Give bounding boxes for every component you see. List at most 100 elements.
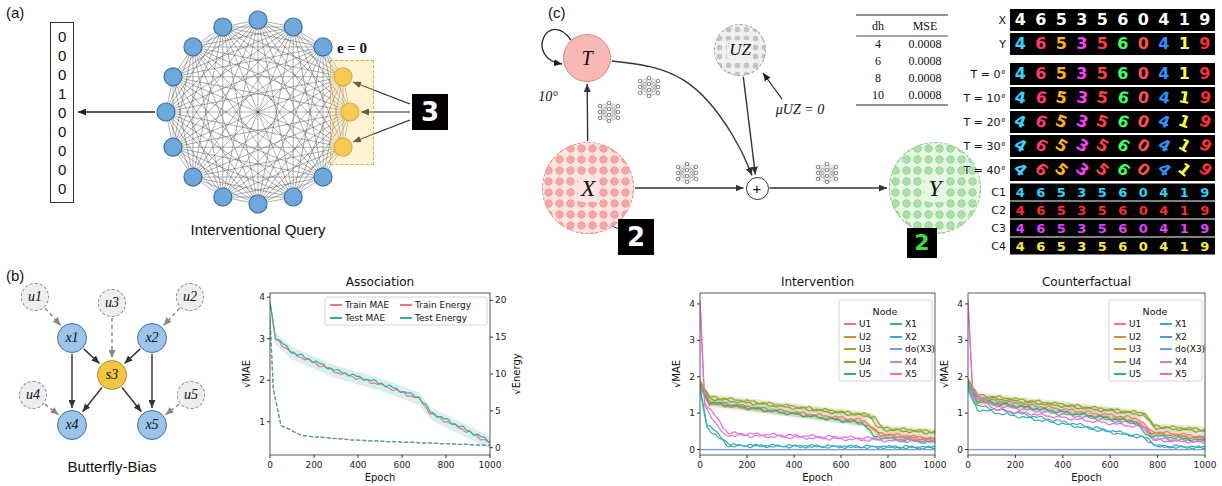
causal-arrow xyxy=(122,387,141,411)
legend-entry: U4 xyxy=(1114,357,1141,367)
digit-strip: 4653560419 xyxy=(1010,33,1215,55)
tick-label: 15 xyxy=(495,332,506,342)
digit-glyph: 9 xyxy=(1195,184,1216,201)
node-label: u3 xyxy=(105,295,119,311)
legend-entry: Test MAE xyxy=(330,313,385,323)
digit-glyph: 5 xyxy=(1088,131,1117,160)
digit-glyph: 6 xyxy=(1031,238,1052,255)
chart-title: Intervention xyxy=(781,275,854,289)
tick-mark xyxy=(267,380,270,381)
digit-glyph: 9 xyxy=(1195,202,1216,219)
digit-glyph: 5 xyxy=(1051,220,1072,237)
tick-mark xyxy=(490,455,491,458)
tick-label: 4 xyxy=(689,299,695,309)
tick-label: 3 xyxy=(259,334,265,344)
digit-glyph: 5 xyxy=(1051,238,1072,255)
digit-image: 3 xyxy=(412,94,448,130)
digit-glyph: 1 xyxy=(1174,238,1195,255)
digit-glyph: 6 xyxy=(1031,202,1052,219)
graph-edge xyxy=(173,27,223,147)
variable-node: T xyxy=(563,34,611,82)
tick-mark xyxy=(697,449,700,450)
digit-glyph: 3 xyxy=(1072,9,1093,31)
tick-mark xyxy=(490,337,493,338)
table-cell: 8 xyxy=(875,71,881,86)
digit-glyph: 5 xyxy=(1049,85,1073,110)
legend-label: U4 xyxy=(859,357,871,367)
tick-mark xyxy=(965,449,968,450)
tick-mark xyxy=(270,455,271,458)
tick-label: 1000 xyxy=(1194,460,1217,470)
digit-glyph: 4 xyxy=(1006,131,1035,160)
causal-arrow xyxy=(151,354,152,408)
tick-label: 5 xyxy=(495,406,501,416)
math-label: μUZ = 0 xyxy=(774,102,826,118)
digit-glyph: 4 xyxy=(1008,85,1032,110)
noise-node: u2 xyxy=(176,283,204,311)
digit-glyph: 4 xyxy=(1154,202,1175,219)
legend-swatch xyxy=(1114,348,1126,350)
table-cell: 0.0008 xyxy=(909,88,942,103)
plot-frame xyxy=(968,293,1205,455)
tick-mark xyxy=(446,455,447,458)
digit-glyph: 9 xyxy=(1195,220,1216,237)
error-band xyxy=(968,381,1205,443)
causal-arrow xyxy=(743,77,755,175)
table-rule xyxy=(856,104,948,105)
digit-glyph: 4 xyxy=(1154,33,1175,55)
tick-label: 800 xyxy=(879,460,896,470)
legend-label: Train MAE xyxy=(345,300,389,310)
legend-entry: Train Energy xyxy=(400,300,471,310)
data-curve xyxy=(700,303,935,444)
tick-mark xyxy=(965,376,968,377)
legend-entry: X5 xyxy=(1160,369,1187,379)
digit-glyph: 0 xyxy=(1133,202,1154,219)
noise-node: UZ xyxy=(714,24,766,76)
digit-glyph: 3 xyxy=(1067,131,1096,160)
row-label: X xyxy=(998,14,1006,27)
tick-mark xyxy=(402,455,403,458)
row-label: C3 xyxy=(991,222,1006,235)
digit-glyph: 4 xyxy=(1010,9,1031,31)
tick-mark xyxy=(1015,455,1016,458)
chart-title: Association xyxy=(346,275,414,289)
variable-node: x2 xyxy=(137,323,167,353)
digit-glyph: 4 xyxy=(1010,220,1031,237)
graph-edge xyxy=(193,20,258,177)
legend-swatch xyxy=(844,323,856,325)
legend-label: U4 xyxy=(1129,357,1141,367)
legend-entry: X1 xyxy=(1160,319,1187,329)
legend-label: Test MAE xyxy=(345,313,385,323)
row-label: T = 0° xyxy=(971,68,1006,81)
tick-label: 200 xyxy=(1007,460,1024,470)
legend-swatch xyxy=(890,348,902,350)
digit-glyph: 5 xyxy=(1092,33,1113,55)
node-label: s3 xyxy=(106,367,118,383)
tick-mark xyxy=(965,340,968,341)
graph-edge xyxy=(173,76,343,77)
digit-glyph: 6 xyxy=(1113,220,1134,237)
legend-label: U3 xyxy=(1129,344,1141,354)
axis-label: √MAE xyxy=(671,360,682,388)
digit-glyph: 5 xyxy=(1092,220,1113,237)
digit-glyph: 5 xyxy=(1090,85,1114,110)
tick-label: 0 xyxy=(957,445,963,455)
digit-glyph: 3 xyxy=(1072,184,1093,201)
node-label: u1 xyxy=(28,289,42,305)
graph-edges xyxy=(166,20,350,204)
tick-mark xyxy=(1205,455,1206,458)
graph-node xyxy=(314,38,332,56)
row-label: T = 40° xyxy=(964,164,1006,177)
digit-strip: 4653560419 xyxy=(1010,238,1215,255)
digit-glyph: 1 xyxy=(1170,131,1199,160)
digit-strip: 4653560419 xyxy=(1010,202,1215,219)
tick-label: 0 xyxy=(697,460,703,470)
tick-mark xyxy=(490,374,493,375)
causal-arrow xyxy=(770,187,888,188)
legend-entry: U2 xyxy=(1114,332,1141,342)
digit-glyph: 5 xyxy=(1092,184,1113,201)
digit-glyph: 9 xyxy=(1195,238,1216,255)
node-label: + xyxy=(753,180,762,197)
graph-node xyxy=(214,188,232,206)
digit-glyph: 6 xyxy=(1031,220,1052,237)
